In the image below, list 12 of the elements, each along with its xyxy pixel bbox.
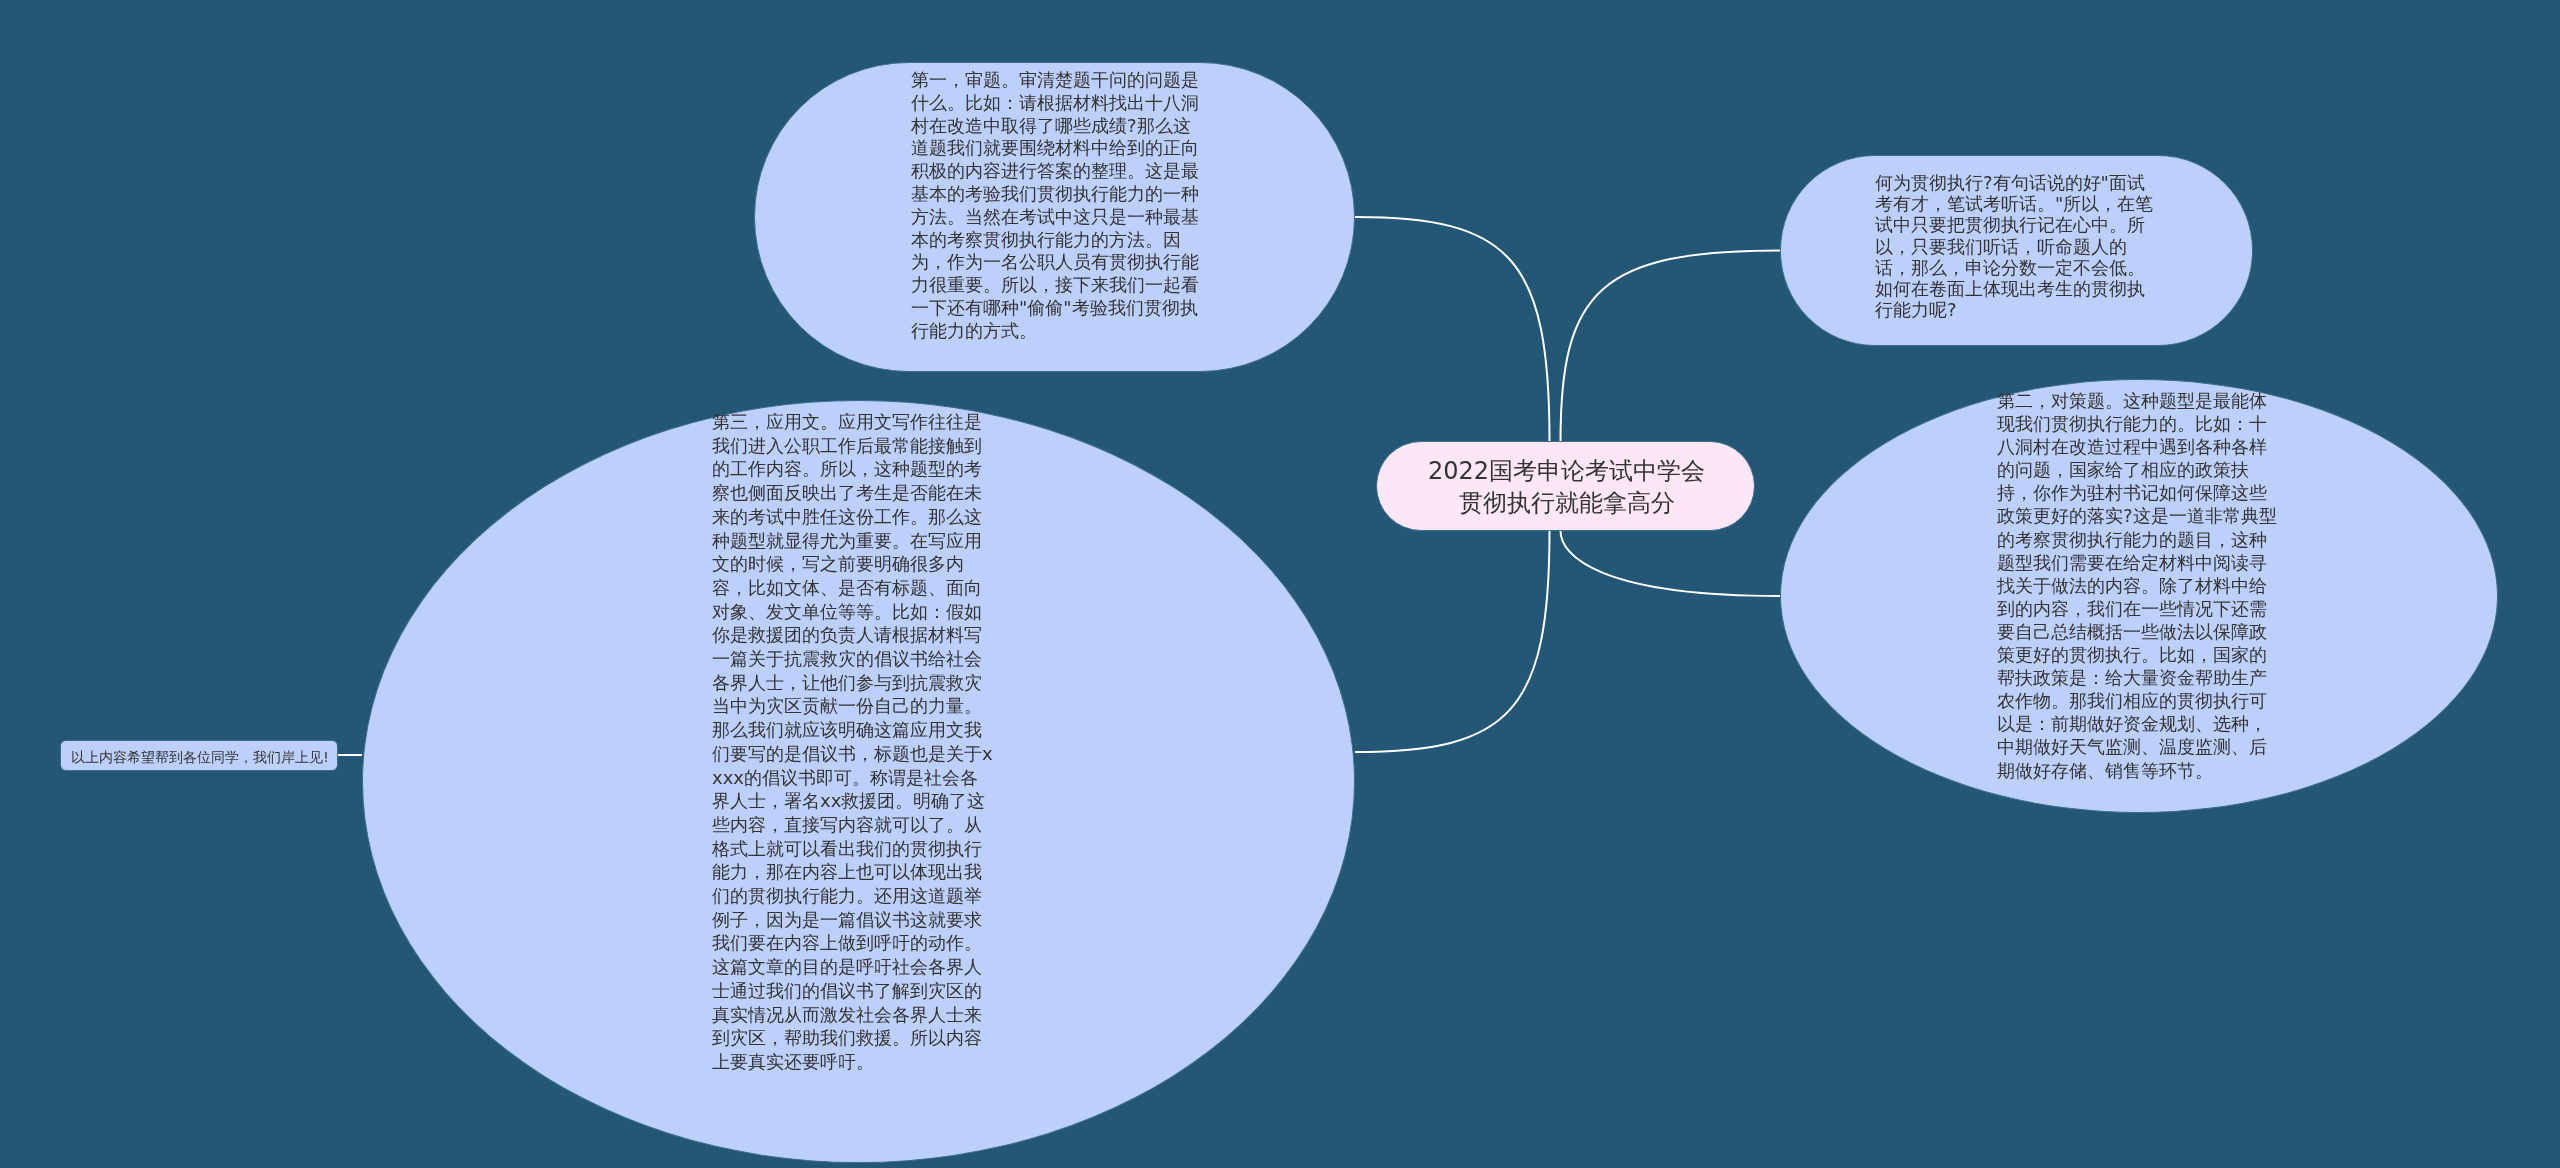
node-text: 第三，应用文。应用文写作往往是我们进入公职工作后最常能接触到的工作内容。所以，这种题型的考察也侧面反映出了考生是否能在未来的考试中胜任这份工作。那么这种题型就显得尤为重要。在写应用文的时候，写之前要明确很多内容，比如文体、是否有标题、面向对象、发文单位等等。比如：假如你是救援团的负责人请根据材料写一篇关于抗震救灾的倡议书给社会各界人士，让他们参与到抗震救灾当中为灾区贡献一份自己的力量。那么我们就应该明确这篇应用文我们要写的是倡议书，标题也是关于xxxx的倡议书即可。称谓是社会各界人士，署名xx救援团。明确了这些内容，直接写内容就可以了。从格式上就可以看出我们的贯彻执行能力，那在内容上也可以体现出我们的贯彻执行能力。还用这道题举例子，因为是一篇倡议书这就要求我们要在内容上做到呼吁的动作。这篇文章的目的是呼吁社会各界人士通过我们的倡议书了解到灾区的真实情况从而激发社会各界人士来到灾区，帮助我们救援。所以内容上要真实还要呼吁。 <box>712 410 994 1074</box>
node-text: 第二，对策题。这种题型是最能体现我们贯彻执行能力的。比如：十八洞村在改造过程中遇到各种各样的问题，国家给了相应的政策扶持，你作为驻村书记如何保障这些政策更好的落实?这是一道非常典型的考察贯彻执行能力的题目，这种题型我们需要在给定材料中阅读寻找关于做法的内容。除了材料中给到的内容，我们在一些情况下还需要自己总结概括一些做法以保障政策更好的贯彻执行。比如，国家的帮扶政策是：给大量资金帮助生产农作物。那我们相应的贯彻执行可以是：前期做好资金规划、选种，中期做好天气监测、温度监测、后期做好存储、销售等环节。 <box>1997 389 2278 782</box>
node-text: 第一，审题。审清楚题干问的问题是什么。比如：请根据材料找出十八洞村在改造中取得了哪些成绩?那么这道题我们就要围绕材料中给到的正向积极的内容进行答案的整理。这是最基本的考验我们贯彻执行能力的一种方法。当然在考试中这只是一种最基本的考察贯彻执行能力的方法。因为，作为一名公职人员有贯彻执行能力很重要。所以，接下来我们一起看一下还有哪种"偷偷"考验我们贯彻执行能力的方式。 <box>911 69 1200 343</box>
topic-box <box>60 740 338 771</box>
node-text: 何为贯彻执行?有句话说的好"面试考有才，笔试考听话。"所以，在笔试中只要把贯彻执行记在心中。所以，只要我们听话，听命题人的话，那么，申论分数一定不会低。如何在卷面上体现出考生的贯彻执行能力呢? <box>1875 172 2155 321</box>
connector-line <box>1354 530 1551 753</box>
connector-line <box>1559 530 1781 597</box>
connector-line <box>1559 249 1781 442</box>
node-text: 以上内容希望帮到各位同学，我们岸上见! <box>70 747 330 767</box>
node-text: 2022国考申论考试中学会贯彻执行就能拿高分 <box>1426 456 1707 519</box>
connector-line <box>1354 216 1551 442</box>
connector-line <box>337 754 363 756</box>
